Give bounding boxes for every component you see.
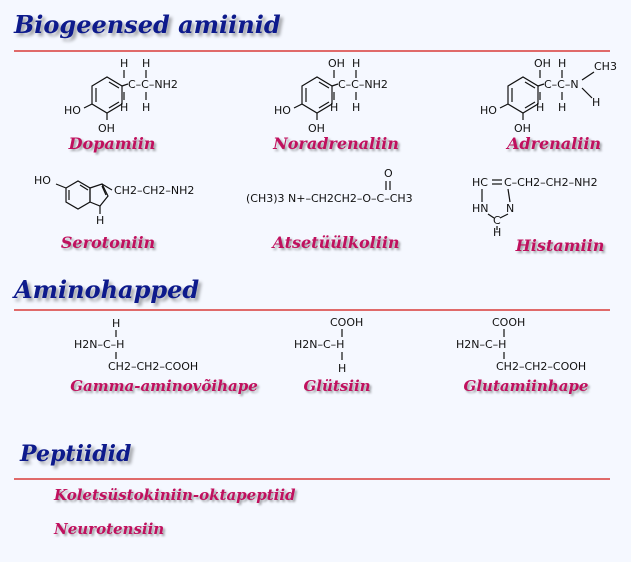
adrenaline-label-h2: H [558, 101, 566, 114]
section-title-amines: Biogeensed amiinid [14, 10, 281, 39]
dopamine-label-h3: H [120, 101, 128, 114]
glutamate-name: Glutamiinhape [463, 377, 589, 395]
serotonin-structure: HO CH2–CH2–NH2 H [34, 174, 194, 227]
acetylcholine-structure: O (CH3)3 N+–CH2CH2–O–C–CH3 [246, 167, 413, 205]
adrenaline-label-oh-top: OH [534, 57, 551, 70]
dopamine-label-h1: H [120, 57, 128, 70]
serotonin-label-ho: HO [34, 174, 51, 187]
glycine-name: Glütsiin [303, 377, 371, 395]
dopamine-label-ho: HO [64, 104, 81, 117]
dopamine-label-oh: OH [98, 122, 115, 135]
noradrenaline-label-h1: H [330, 101, 338, 114]
acetylcholine-label-formula: (CH3)3 N+–CH2CH2–O–C–CH3 [246, 192, 413, 205]
histamine-label-hc: HC [472, 176, 488, 189]
adrenaline-label-oh: OH [514, 122, 531, 135]
dopamine-structure: H H C–C–NH2 H H HO OH [64, 57, 178, 135]
glycine-label-h: H [338, 362, 346, 375]
adrenaline-structure: OH H C–C–N CH3 H H H HO OH [480, 57, 617, 135]
gaba-label-h: H [112, 317, 120, 330]
peptide-item: Neurotensiin [54, 520, 165, 538]
gaba-structure: H H2N–C–H CH2–CH2–COOH [74, 317, 198, 373]
glutamate-structure: COOH H2N–C–H CH2–CH2–COOH [456, 316, 586, 373]
dopamine-label-h4: H [142, 101, 150, 114]
noradrenaline-label-h-top: H [352, 57, 360, 70]
section-rule-peptides [14, 478, 610, 480]
acetylcholine-label-o: O [384, 167, 393, 180]
adrenaline-label-h-top: H [558, 57, 566, 70]
gaba-name: Gamma-aminovõihape [70, 377, 258, 395]
section-rule-amines [14, 50, 610, 52]
gaba-label-chain: CH2–CH2–COOH [108, 360, 198, 373]
adrenaline-label-h-n: H [592, 96, 600, 109]
noradrenaline-label-h2: H [352, 101, 360, 114]
histamine-label-hn: HN [472, 202, 489, 215]
adrenaline-label-ch3: CH3 [594, 60, 617, 73]
glycine-label-h2n: H2N–C–H [294, 338, 344, 351]
noradrenaline-name: Noradrenaliin [273, 134, 399, 153]
peptide-item: Koletsüstokiniin-oktapeptiid [54, 486, 296, 504]
adrenaline-name: Adrenaliin [506, 134, 602, 153]
histamine-name: Histamiin [515, 236, 605, 255]
glutamate-label-h2n: H2N–C–H [456, 338, 506, 351]
histamine-label-h: H [493, 226, 501, 239]
adrenaline-label-h1: H [536, 101, 544, 114]
glycine-label-cooh: COOH [330, 316, 363, 329]
section-title-amino-acids: Aminohapped [14, 275, 200, 304]
noradrenaline-label-oh-top: OH [328, 57, 345, 70]
noradrenaline-label-ho: HO [274, 104, 291, 117]
noradrenaline-label-oh: OH [308, 122, 325, 135]
acetylcholine-name: Atsetüülkoliin [272, 233, 400, 252]
dopamine-label-chain: C–C–NH2 [128, 78, 178, 91]
glutamate-label-chain: CH2–CH2–COOH [496, 360, 586, 373]
histamine-label-n: N [506, 202, 514, 215]
gaba-label-h2n: H2N–C–H [74, 338, 124, 351]
section-title-peptides: Peptiidid [20, 441, 132, 467]
adrenaline-label-ho: HO [480, 104, 497, 117]
dopamine-label-h2: H [142, 57, 150, 70]
noradrenaline-label-chain: C–C–NH2 [338, 78, 388, 91]
section-rule-amino-acids [14, 309, 610, 311]
glutamate-label-cooh: COOH [492, 316, 525, 329]
serotonin-name: Serotoniin [60, 233, 156, 252]
noradrenaline-structure: OH H C–C–NH2 H H HO OH [274, 57, 388, 135]
histamine-label-chain: C–CH2–CH2–NH2 [504, 176, 598, 189]
serotonin-label-h-n: H [96, 214, 104, 227]
serotonin-label-chain: CH2–CH2–NH2 [114, 184, 194, 197]
histamine-label-c: C [493, 214, 501, 227]
adrenaline-label-chain: C–C–N [544, 78, 579, 91]
glycine-structure: COOH H2N–C–H H [294, 316, 363, 375]
dopamine-name: Dopamiin [68, 134, 156, 153]
histamine-structure: HC C–CH2–CH2–NH2 HN N C H [472, 176, 598, 239]
